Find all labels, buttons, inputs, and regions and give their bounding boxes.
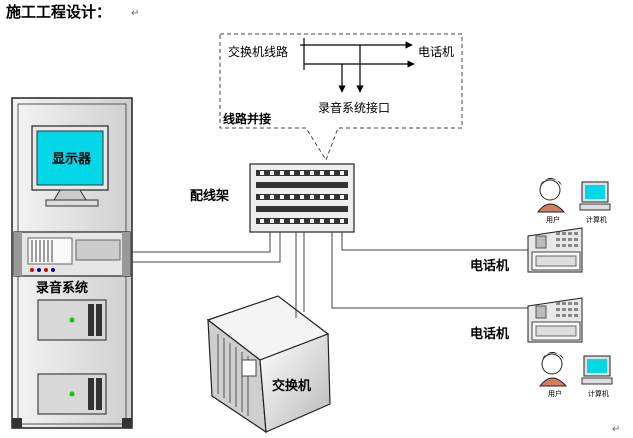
paragraph-mark: ↵	[131, 8, 139, 19]
server-box-icon-2	[37, 373, 107, 415]
user-2-person-label: 用户	[548, 389, 562, 398]
callout-phone-label: 电话机	[418, 45, 454, 59]
recorder-unit-icon	[13, 231, 131, 277]
line-parallel-label: 线路并接	[223, 111, 271, 126]
distribution-frame-label: 配线架	[190, 188, 229, 204]
interface-callout: 交换机线路 电话机 录音系统接口	[219, 33, 463, 162]
computer-icon	[579, 181, 611, 211]
telephone-icon	[527, 227, 583, 273]
recording-system-label: 录音系统	[36, 280, 88, 296]
patch-panel-icon	[249, 163, 355, 233]
computer-icon-2	[581, 355, 613, 385]
paragraph-mark-end: ↵	[612, 424, 620, 435]
phone-label-1: 电话机	[470, 258, 509, 274]
user-1-computer-label: 计算机	[586, 215, 607, 224]
callout-recorder-interface-label: 录音系统接口	[318, 100, 390, 115]
switch-label: 交换机	[272, 378, 311, 394]
server-box-icon	[37, 299, 107, 341]
telephone-icon-2	[527, 297, 583, 343]
monitor-icon	[31, 125, 109, 207]
person-icon	[536, 178, 566, 213]
display-label: 显示器	[52, 152, 92, 167]
callout-switch-line-label: 交换机线路	[228, 44, 288, 59]
user-1-person-label: 用户	[546, 215, 560, 224]
page-title: 施工工程设计：	[6, 3, 111, 21]
person-icon-2	[538, 352, 568, 387]
phone-label-2: 电话机	[470, 326, 509, 342]
user-2-computer-label: 计算机	[588, 389, 609, 398]
connection-lines	[132, 232, 528, 318]
switch-box-icon	[206, 295, 331, 434]
monitor-screen	[36, 130, 104, 186]
